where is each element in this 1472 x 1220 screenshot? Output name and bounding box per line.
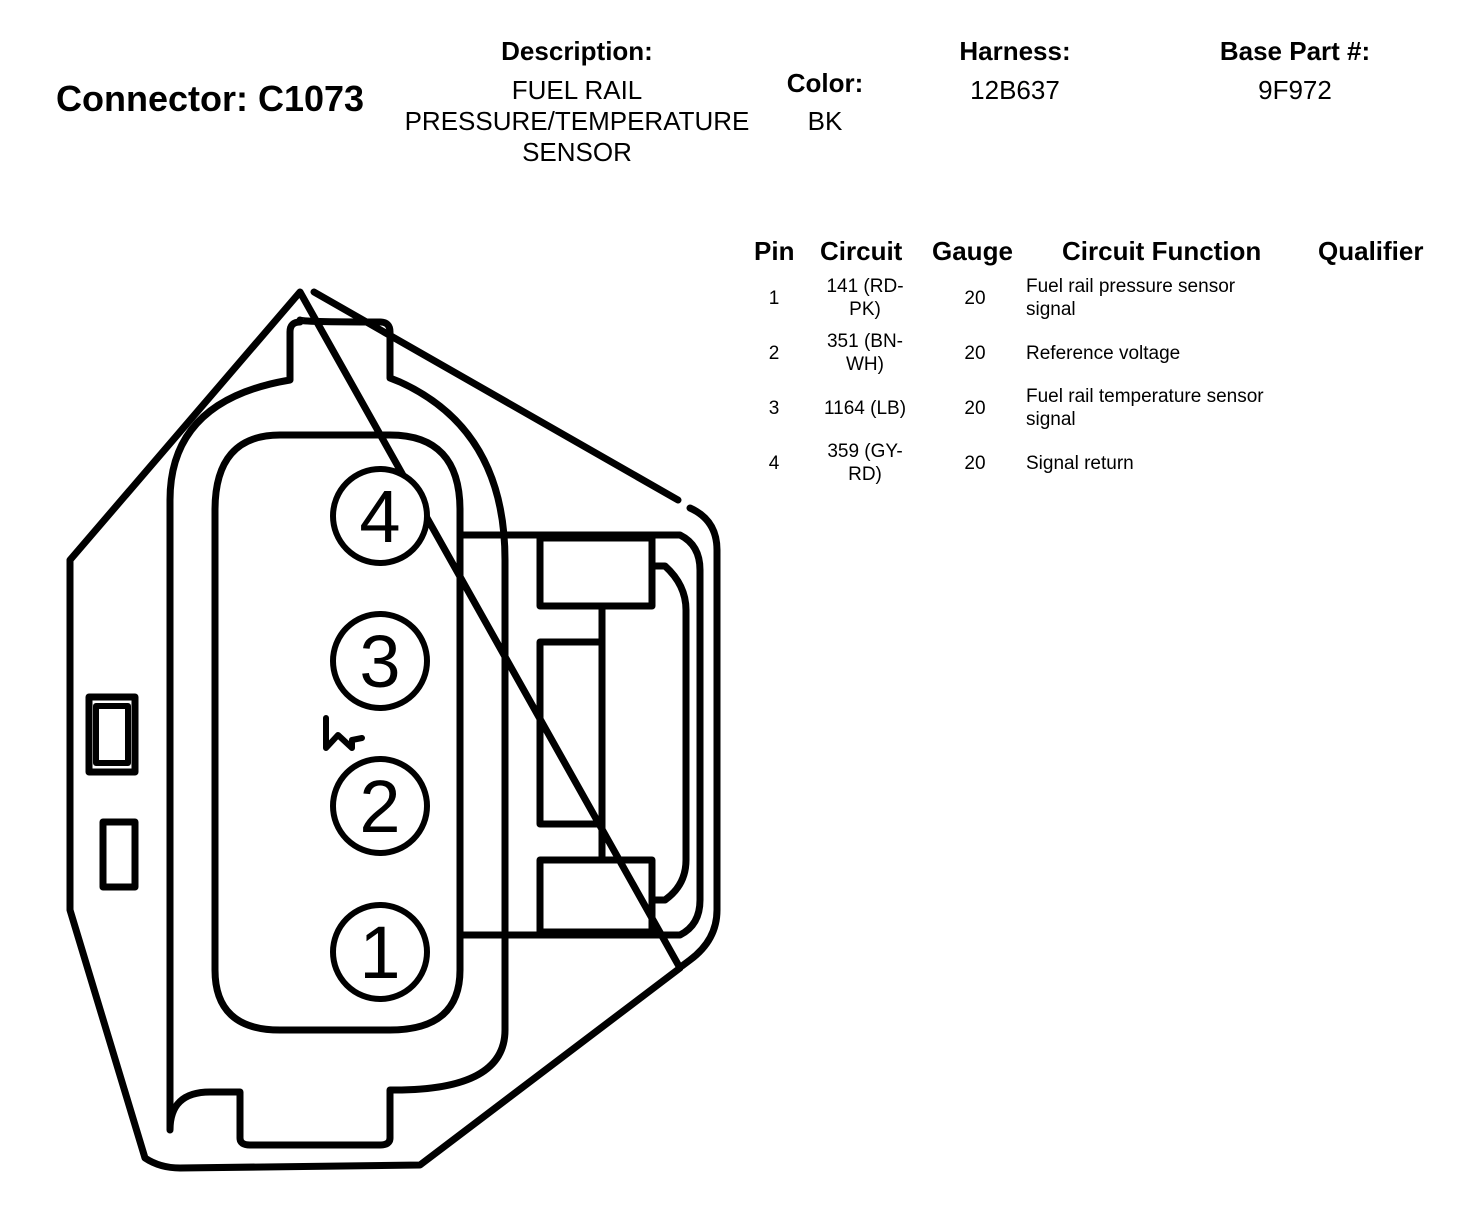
description-line: SENSOR xyxy=(522,137,632,167)
col-header-pin: Pin xyxy=(754,236,795,266)
pin-4-label: 4 xyxy=(359,475,400,558)
table-cell-function: Reference voltage xyxy=(1026,342,1306,365)
pin-4: 4 xyxy=(330,466,430,566)
circuit-line: 359 (GY- xyxy=(827,441,903,462)
col-header-gauge: Gauge xyxy=(932,236,1013,266)
table-cell-circuit: 141 (RD- PK) xyxy=(810,275,920,321)
table-cell-gauge: 20 xyxy=(964,288,986,309)
table-cell-gauge: 20 xyxy=(964,453,986,474)
pin-1-label: 1 xyxy=(359,911,400,994)
circuit-line: RD) xyxy=(848,464,882,485)
description-line: PRESSURE/TEMPERATURE xyxy=(404,106,750,136)
key-mark-w-icon xyxy=(323,715,365,751)
table-cell-function: Fuel rail pressure sensor signal xyxy=(1026,275,1306,321)
pin-3-circle xyxy=(330,611,430,711)
table-cell-function: Signal return xyxy=(1026,452,1306,475)
latch-outer-rail xyxy=(456,531,704,939)
function-line: signal xyxy=(1026,299,1076,320)
circuit-line: WH) xyxy=(846,354,884,375)
harness-label: Harness: xyxy=(959,36,1071,66)
pin-1: 1 xyxy=(330,902,430,1002)
table-cell-pin: 4 xyxy=(768,453,780,474)
col-header-qualifier: Qualifier xyxy=(1318,236,1424,266)
color-value: BK xyxy=(807,106,843,136)
table-cell-pin: 1 xyxy=(768,288,780,309)
pin-group: 4 3 2 1 xyxy=(330,466,430,1002)
pin-2-label: 2 xyxy=(359,765,400,848)
function-line: Signal return xyxy=(1026,453,1134,474)
pin-4-circle xyxy=(330,466,430,566)
function-line: Reference voltage xyxy=(1026,343,1181,364)
table-cell-gauge: 20 xyxy=(964,398,986,419)
inner-shroud-outline xyxy=(166,316,509,1149)
table-cell-pin: 3 xyxy=(768,398,780,419)
connector-title: Connector: C1073 xyxy=(56,78,365,119)
col-header-circuit: Circuit xyxy=(820,236,903,266)
circuit-line: 1164 (LB) xyxy=(823,398,907,419)
base-part-value: 9F972 xyxy=(1258,75,1332,105)
function-line: Fuel rail pressure sensor xyxy=(1026,276,1236,297)
outer-housing-outline xyxy=(66,288,721,1172)
table-cell-circuit: 351 (BN- WH) xyxy=(810,330,920,376)
description-value: FUEL RAIL PRESSURE/TEMPERATURE SENSOR xyxy=(392,75,762,168)
pin-3-label: 3 xyxy=(359,620,400,703)
pin-2-circle xyxy=(330,756,430,856)
circuit-line: PK) xyxy=(849,299,881,320)
pin-2: 2 xyxy=(330,756,430,856)
description-label: Description: xyxy=(501,36,653,66)
circuit-line: 351 (BN- xyxy=(826,331,904,352)
description-line: FUEL RAIL xyxy=(511,75,643,105)
latch-inner-rail xyxy=(648,562,690,904)
col-header-function: Circuit Function xyxy=(1062,236,1262,266)
pin-3: 3 xyxy=(330,611,430,711)
table-cell-pin: 2 xyxy=(768,343,780,364)
pin-1-circle xyxy=(330,902,430,1002)
function-line: Fuel rail temperature sensor xyxy=(1026,386,1264,407)
latch-lower-block xyxy=(536,856,656,936)
side-key-upper-inner xyxy=(93,703,131,766)
table-cell-function: Fuel rail temperature sensor signal xyxy=(1026,385,1306,431)
color-label: Color: xyxy=(786,68,864,98)
harness-value: 12B637 xyxy=(970,75,1060,105)
side-key-upper xyxy=(85,693,139,776)
circuit-line: 141 (RD- xyxy=(826,276,904,297)
side-key-lower xyxy=(99,818,139,891)
table-cell-circuit: 1164 (LB) xyxy=(810,397,920,420)
function-line: signal xyxy=(1026,409,1076,430)
table-cell-circuit: 359 (GY- RD) xyxy=(810,440,920,486)
latch-upper-block xyxy=(536,534,656,610)
base-part-label: Base Part #: xyxy=(1219,36,1371,66)
pin-cavity-outline xyxy=(211,431,464,1034)
table-cell-gauge: 20 xyxy=(964,343,986,364)
